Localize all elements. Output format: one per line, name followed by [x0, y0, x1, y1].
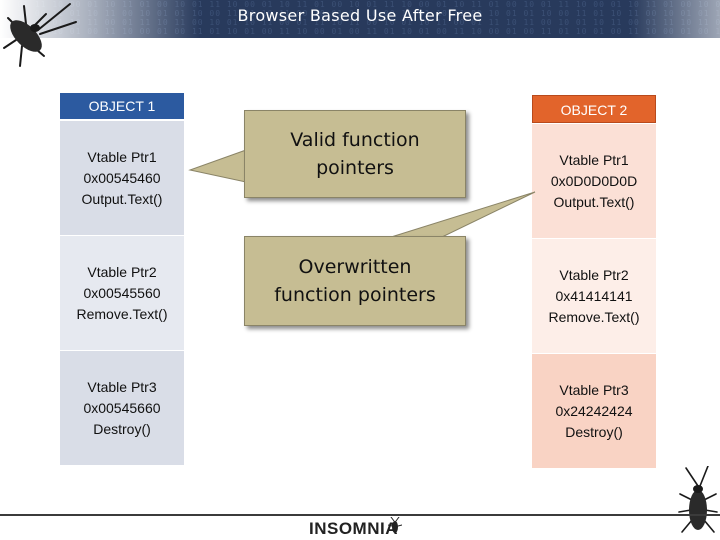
object2-vtable-ptr1: Vtable Ptr1 0x0D0D0D0D Output.Text() — [532, 124, 656, 238]
vtable-name: Vtable Ptr1 — [559, 151, 629, 168]
object2-vtable-ptr3: Vtable Ptr3 0x24242424 Destroy() — [532, 354, 656, 468]
object2-vtable-ptr2: Vtable Ptr2 0x41414141 Remove.Text() — [532, 239, 656, 353]
object1-vtable-ptr1: Vtable Ptr1 0x00545460 Output.Text() — [60, 121, 184, 235]
vtable-method: Destroy() — [565, 423, 623, 440]
object1-header: OBJECT 1 — [60, 93, 184, 119]
vtable-method: Output.Text() — [553, 193, 635, 210]
vtable-name: Vtable Ptr2 — [559, 266, 629, 283]
callout-line: Valid function — [290, 129, 420, 151]
cockroach-icon — [678, 466, 718, 533]
vtable-name: Vtable Ptr2 — [87, 263, 157, 280]
banner-fade-right — [630, 0, 720, 38]
vtable-address: 0x00545660 — [83, 399, 161, 416]
cockroach-icon — [388, 517, 402, 533]
footer-divider — [0, 514, 720, 516]
vtable-address: 0x41414141 — [555, 287, 633, 304]
vtable-method: Remove.Text() — [548, 308, 640, 325]
valid-callout-tail — [188, 149, 247, 183]
vtable-address: 0x24242424 — [555, 402, 633, 419]
overwritten-pointers-callout: Overwritten function pointers — [244, 236, 466, 326]
vtable-method: Output.Text() — [81, 190, 163, 207]
callout-line: function pointers — [274, 284, 436, 306]
object2-header: OBJECT 2 — [532, 95, 656, 123]
object1-vtable-ptr3: Vtable Ptr3 0x00545660 Destroy() — [60, 351, 184, 465]
vtable-name: Vtable Ptr3 — [87, 378, 157, 395]
object1-vtable-ptr2: Vtable Ptr2 0x00545560 Remove.Text() — [60, 236, 184, 350]
vtable-address: 0x00545560 — [83, 284, 161, 301]
vtable-method: Destroy() — [93, 420, 151, 437]
vtable-address: 0x0D0D0D0D — [550, 172, 638, 189]
vtable-name: Vtable Ptr3 — [559, 381, 629, 398]
header-banner: 10 01 11 10 00 01 10 11 01 00 10 01 11 1… — [0, 0, 720, 38]
vtable-address: 0x00545460 — [83, 169, 161, 186]
insomnia-logo: INSOMNIA — [309, 519, 398, 538]
vtable-name: Vtable Ptr1 — [87, 148, 157, 165]
slide-title: Browser Based Use After Free — [237, 6, 483, 25]
callout-line: pointers — [316, 157, 394, 179]
cockroach-icon — [3, 3, 77, 67]
callout-line: Overwritten — [298, 256, 412, 278]
valid-pointers-callout: Valid function pointers — [244, 110, 466, 198]
overwritten-callout-tail — [387, 191, 536, 239]
vtable-method: Remove.Text() — [76, 305, 168, 322]
